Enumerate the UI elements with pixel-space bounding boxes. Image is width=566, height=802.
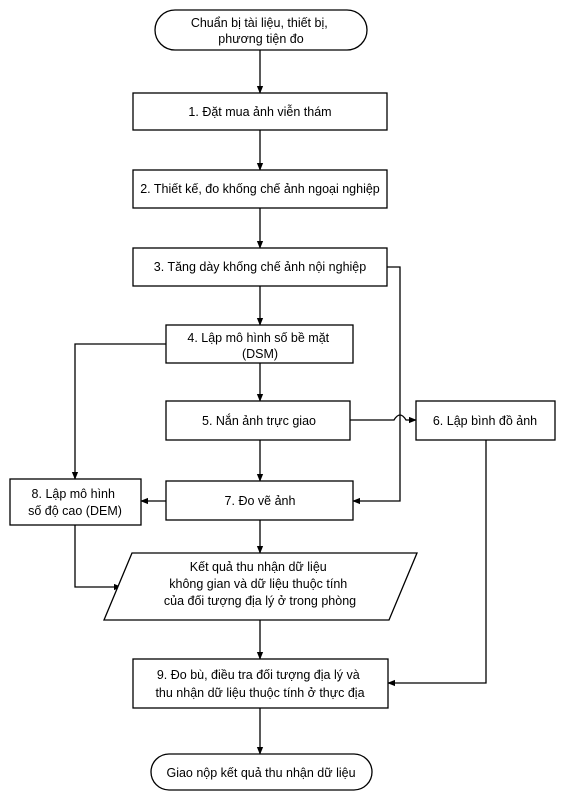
step9-label-line1: 9. Đo bù, điều tra đối tượng địa lý và [157,668,360,682]
node-step4: 4. Lập mô hình số bề mặt (DSM) [165,324,354,364]
node-step5: 5. Nắn ảnh trực giao [165,400,351,441]
step8-label-line2: số độ cao (DEM) [28,504,122,518]
step8-box [9,478,142,526]
result-label-line2: không gian và dữ liệu thuộc tính [169,577,347,591]
step4-label-line1: 4. Lập mô hình số bề mặt [187,331,329,345]
step6-box [415,400,556,441]
step7-box [165,480,354,521]
node-step2: 2. Thiết kế, đo khống chế ảnh ngoại nghi… [132,169,388,209]
step9-label: 9. Đo bù, điều tra đối tượng địa lý và t… [155,668,364,700]
node-step8: 8. Lập mô hình số độ cao (DEM) [9,478,142,526]
node-step7: 7. Đo vẽ ảnh [165,480,354,521]
arrow-step3-to-step7 [352,266,401,505]
connectors [71,50,487,755]
step4-box [165,324,354,364]
node-step6: 6. Lập bình đồ ảnh [415,400,556,441]
step4-label: 4. Lập mô hình số bề mặt (DSM) [187,331,332,361]
step3-box [132,247,388,287]
step4-label-line2: (DSM) [242,347,278,361]
arrow-step6-to-step9 [387,440,487,687]
step5-box [165,400,351,441]
result-label-line1: Kết quả thu nhận dữ liệu [190,560,327,574]
step2-box [132,169,388,209]
result-label-line3: của đối tượng địa lý ở trong phòng [164,594,356,608]
step1-box [132,92,388,131]
step9-box [132,658,389,709]
step1-label: 1. Đặt mua ảnh viễn thám [188,104,331,119]
start-terminal-shape [154,9,368,51]
arrow-step5-to-step6 [350,414,417,424]
arrow-step8-to-result [74,525,122,591]
step3-label: 3. Tăng dày khống chế ảnh nội nghiệp [154,260,366,274]
node-result: Kết quả thu nhận dữ liệu không gian và d… [103,552,418,621]
step8-label: 8. Lập mô hình số độ cao (DEM) [28,487,122,518]
step5-label: 5. Nắn ảnh trực giao [202,413,316,428]
start-label-line1: Chuẩn bị tài liệu, thiết bị, [191,16,328,30]
node-end: Giao nộp kết quả thu nhận dữ liệu [150,753,373,791]
step7-label: 7. Đo vẽ ảnh [225,494,296,508]
end-terminal-shape [150,753,373,791]
node-step3: 3. Tăng dày khống chế ảnh nội nghiệp [132,247,388,287]
node-step1: 1. Đặt mua ảnh viễn thám [132,92,388,131]
step2-label: 2. Thiết kế, đo khống chế ảnh ngoại nghi… [140,182,380,196]
step8-label-line1: 8. Lập mô hình [32,487,115,501]
start-label-line2: phương tiện đo [218,32,303,46]
result-data-shape [103,552,418,621]
start-label: Chuẩn bị tài liệu, thiết bị, phương tiện… [191,16,331,46]
end-label: Giao nộp kết quả thu nhận dữ liệu [166,766,355,780]
node-start: Chuẩn bị tài liệu, thiết bị, phương tiện… [154,9,368,51]
step9-label-line2: thu nhận dữ liệu thuộc tính ở thực địa [155,686,364,700]
step6-label: 6. Lập bình đồ ảnh [433,414,537,428]
result-label: Kết quả thu nhận dữ liệu không gian và d… [164,560,356,608]
node-step9: 9. Đo bù, điều tra đối tượng địa lý và t… [132,658,389,709]
arrow-step4-to-step8 [71,343,166,480]
